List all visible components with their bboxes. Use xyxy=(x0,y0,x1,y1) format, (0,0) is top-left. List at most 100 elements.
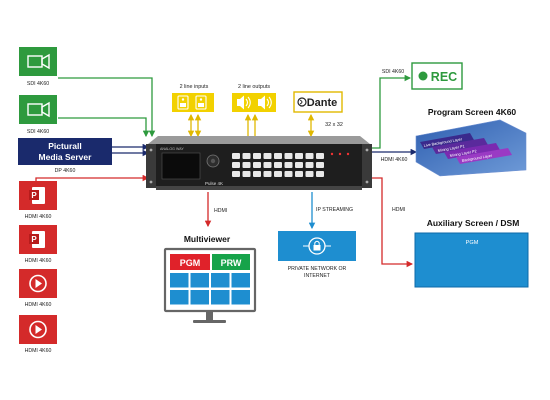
device-button xyxy=(274,153,282,159)
hdmi-source-2: P HDMI 4K60 xyxy=(19,225,57,264)
layer-label-4: Background Layer xyxy=(461,154,493,163)
play-icon xyxy=(29,274,47,293)
device-button xyxy=(284,162,293,168)
aux-screen-pgm: PGM xyxy=(466,240,479,246)
layer-label-1: Live Background Layer xyxy=(423,137,463,148)
record-output: SDI 4K60 REC xyxy=(382,62,463,90)
sdi-1-line xyxy=(58,77,156,138)
audio-outputs: 2 line outputs xyxy=(232,84,276,112)
audio-input-device-icon xyxy=(177,95,207,110)
auxiliary-screen: HDMI Auxiliary Screen / DSM PGM xyxy=(392,207,529,288)
device-button xyxy=(305,153,314,159)
device-model: Pulse 4K xyxy=(205,181,223,186)
device-button xyxy=(305,171,314,177)
device-button xyxy=(242,153,251,159)
record-dot-icon xyxy=(418,71,428,81)
video-camera-icon xyxy=(27,53,50,70)
multiviewer-thumbnail xyxy=(231,290,250,305)
connection-lines xyxy=(35,74,418,268)
pulse-4k-device: ANALOG WAY Pulse 4K xyxy=(146,136,372,190)
hdmi-source-1: P HDMI 4K60 xyxy=(19,181,57,220)
sdi-camera-2: SDI 4K60 xyxy=(19,95,57,135)
speaker-icon xyxy=(258,95,272,110)
multiviewer-thumbnail xyxy=(170,290,189,305)
device-button xyxy=(253,162,261,168)
layer-stack: Live Background Layer Mixing Layer P1 Mi… xyxy=(420,133,512,164)
dante-logo-icon xyxy=(297,97,307,107)
device-button xyxy=(232,162,240,168)
device-button xyxy=(316,162,324,168)
program-screen: Program Screen 4K60 HDMI 4K60 Live Backg… xyxy=(381,107,527,177)
hdmi-2-label: HDMI 4K60 xyxy=(25,258,52,264)
media-server-line1: Picturall xyxy=(48,141,82,151)
layer-mixing-p2 xyxy=(444,143,500,159)
hdmi-source-3: HDMI 4K60 xyxy=(19,269,57,308)
network-lock-icon xyxy=(303,237,331,255)
hdmi-3-label: HDMI 4K60 xyxy=(25,302,52,308)
hdmi-4-label: HDMI 4K60 xyxy=(25,348,52,354)
multiviewer-thumbnail xyxy=(190,290,209,305)
audio-inputs-label: 2 line inputs xyxy=(180,84,209,90)
device-button xyxy=(242,162,251,168)
program-hdmi-label: HDMI 4K60 xyxy=(381,157,408,163)
multiviewer-thumbnail xyxy=(211,290,230,305)
device-brand: ANALOG WAY xyxy=(160,147,184,151)
svg-text:P: P xyxy=(31,235,37,244)
layer-label-2: Mixing Layer P1 xyxy=(437,144,465,153)
device-button xyxy=(284,171,293,177)
device-button xyxy=(253,171,261,177)
multiviewer-prw: PRW xyxy=(221,258,242,268)
dp-label: DP 4K60 xyxy=(55,168,76,174)
layer-background xyxy=(456,148,512,164)
audio-inputs: 2 line inputs xyxy=(172,84,214,112)
device-button xyxy=(284,153,293,159)
dante-channels: 32 x 32 xyxy=(325,122,343,128)
program-screen-title: Program Screen 4K60 xyxy=(428,107,517,117)
aux-screen-title: Auxiliary Screen / DSM xyxy=(427,218,520,228)
powerpoint-icon: P xyxy=(29,231,45,248)
device-button xyxy=(263,171,272,177)
sdi-2-label: SDI 4K60 xyxy=(27,129,49,135)
sdi-camera-1: SDI 4K60 xyxy=(19,47,57,87)
multiviewer-thumbnail xyxy=(231,273,250,288)
media-server: Picturall Media Server DP 4K60 xyxy=(18,138,112,174)
device-button xyxy=(242,171,251,177)
layer-mixing-p1 xyxy=(432,138,488,154)
layer-live-background xyxy=(420,133,474,149)
network-label-line2: INTERNET xyxy=(304,273,331,279)
device-button xyxy=(295,153,303,159)
device-button xyxy=(232,171,240,177)
hdmi-source-4: HDMI 4K60 xyxy=(19,315,57,354)
sdi-1-label: SDI 4K60 xyxy=(27,81,49,87)
multiviewer-thumbnail xyxy=(190,273,209,288)
rec-sdi-label: SDI 4K60 xyxy=(382,69,404,75)
multiviewer: HDMI Multiviewer PGM PRW xyxy=(163,208,257,323)
ip-streaming: IP STREAMING PRIVATE NETWORK OR INTERNET xyxy=(278,207,356,279)
device-lcd-screen xyxy=(161,152,201,180)
aux-hdmi-label: HDMI xyxy=(392,207,405,213)
device-button xyxy=(295,171,303,177)
video-camera-icon xyxy=(27,101,50,118)
dante-module: Dante 32 x 32 xyxy=(293,91,343,128)
device-button xyxy=(263,162,272,168)
device-button-grid xyxy=(232,153,324,177)
svg-text:P: P xyxy=(31,191,37,200)
layer-label-3: Mixing Layer P2 xyxy=(449,149,477,158)
device-button xyxy=(274,162,282,168)
multiviewer-thumbnail-grid xyxy=(170,273,250,305)
sdi-2-line xyxy=(58,117,150,138)
ip-streaming-label: IP STREAMING xyxy=(316,207,353,213)
media-server-line2: Media Server xyxy=(39,152,93,162)
network-label-line1: PRIVATE NETWORK OR xyxy=(288,266,347,272)
multiviewer-pgm: PGM xyxy=(180,258,201,268)
powerpoint-icon: P xyxy=(29,187,45,204)
multiviewer-thumbnail xyxy=(170,273,189,288)
rec-label: REC xyxy=(431,70,457,84)
aux-screen-line xyxy=(372,177,414,268)
multiviewer-thumbnail xyxy=(211,273,230,288)
device-button xyxy=(316,153,324,159)
device-button xyxy=(274,171,282,177)
speaker-icon xyxy=(237,95,251,110)
multiviewer-hdmi-label: HDMI xyxy=(214,208,227,214)
